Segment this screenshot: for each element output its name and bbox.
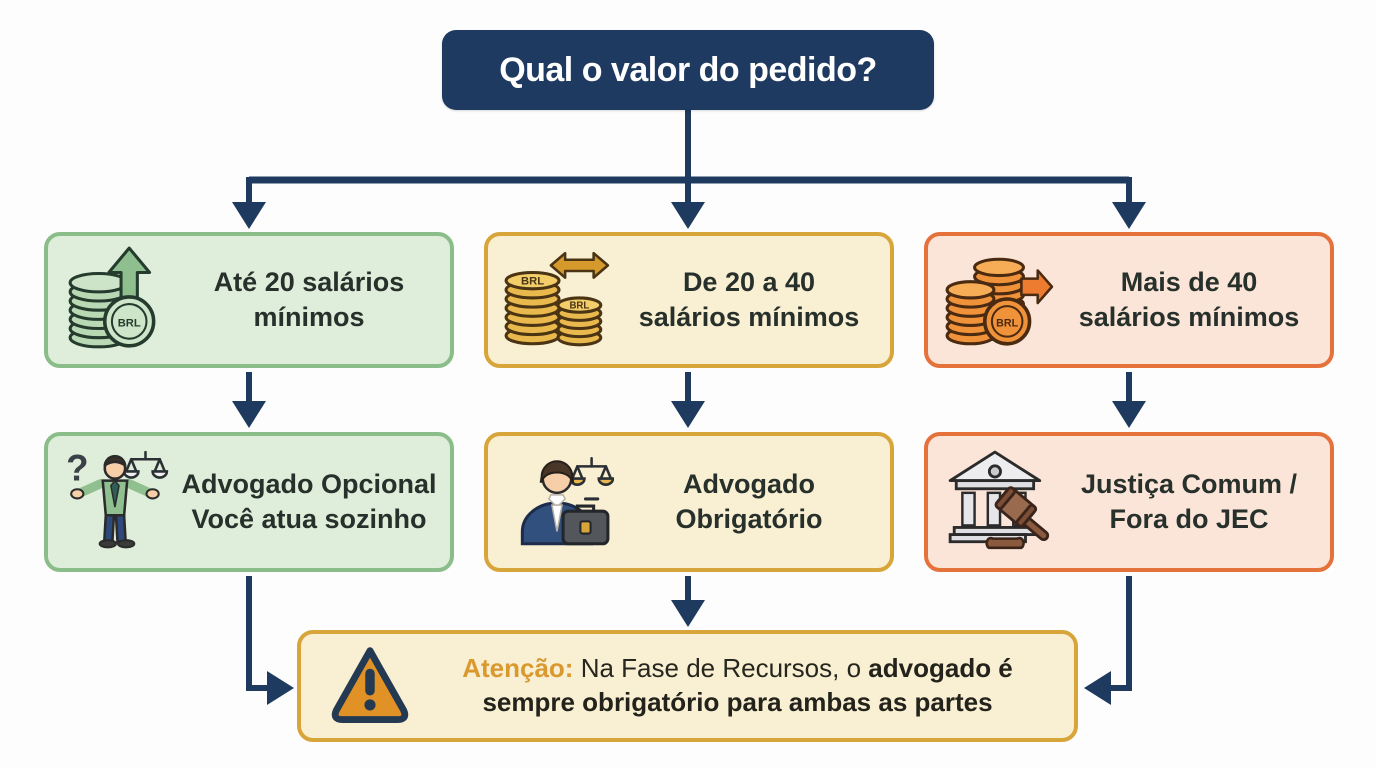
box-label-line2: salários mínimos [1078, 302, 1300, 332]
arrow-row2-warning-left [246, 576, 294, 705]
arrow-row1-row2-right [1112, 372, 1146, 428]
box-label-line1: Justiça Comum / [1080, 469, 1298, 500]
person-question-icon: ? [66, 448, 169, 549]
box-label: Advogado Opcional Você atua sozinho [174, 467, 450, 536]
box-mais-de-40: BRL Mais de 40 salários mínimos [924, 232, 1334, 368]
box-label-line1: Mais de 40 [1120, 267, 1258, 298]
box-label-line1: Advogado Opcional [181, 469, 437, 500]
svg-text:BRL: BRL [996, 317, 1018, 329]
box-justica-comum: Justiça Comum / Fora do JEC [924, 432, 1334, 572]
warning-attention-label: Atenção: [462, 653, 574, 684]
coins-exchange-icon: BRL BRL [504, 251, 610, 347]
warning-text-regular: Na Fase de Recursos, o [580, 653, 862, 684]
box-label-line1: De 20 a 40 [682, 267, 816, 298]
box-label-line2: Você atua sozinho [191, 504, 427, 534]
box-label: Mais de 40 salários mínimos [1054, 265, 1330, 334]
warning-box: Atenção: Na Fase de Recursos, o advogado… [297, 630, 1078, 742]
box-label: Até 20 salários mínimos [174, 265, 450, 334]
title-text: Qual o valor do pedido? [499, 50, 877, 89]
box-label-line2: salários mínimos [638, 302, 860, 332]
svg-text:BRL: BRL [569, 301, 589, 312]
box-ate-20-salarios: BRL Até 20 salários mínimos [44, 232, 454, 368]
box-label-line2: Fora do JEC [1109, 504, 1269, 534]
coins-growth-icon: BRL [945, 257, 1054, 346]
arrow-split-left [232, 177, 266, 229]
box-de-20-a-40: BRL BRL De 20 a 40 salários mínimos [484, 232, 894, 368]
arrow-split-center [671, 180, 705, 229]
title-box: Qual o valor do pedido? [442, 30, 934, 110]
warning-text: Atenção: Na Fase de Recursos, o advogado… [413, 652, 1074, 720]
box-label-line1: Até 20 salários [213, 267, 405, 298]
courthouse-gavel-icon [948, 450, 1050, 550]
arrow-title-split [249, 108, 1129, 184]
arrow-row1-row2-center [671, 372, 705, 428]
arrow-row1-row2-left [232, 372, 266, 428]
arrow-split-right [1112, 177, 1146, 229]
arrow-row2-warning-right [1084, 576, 1132, 705]
box-advogado-opcional: ? [44, 432, 454, 572]
warning-triangle-icon [331, 647, 409, 723]
lawyer-scales-icon [520, 456, 614, 546]
arrow-row2-warning-center [671, 576, 705, 627]
box-advogado-obrigatorio: Advogado Obrigatório [484, 432, 894, 572]
warning-text-bold: advogado é sempre obrigatório para ambas… [482, 653, 1013, 717]
box-label: De 20 a 40 salários mínimos [614, 265, 890, 334]
box-label: Advogado Obrigatório [614, 467, 890, 536]
svg-text:?: ? [66, 448, 88, 489]
svg-text:BRL: BRL [118, 317, 141, 329]
box-label-line2: mínimos [253, 302, 365, 332]
box-label-line2: Obrigatório [675, 504, 823, 534]
box-label-line1: Advogado [683, 469, 815, 500]
box-label: Justiça Comum / Fora do JEC [1054, 467, 1330, 536]
svg-text:BRL: BRL [521, 276, 544, 288]
coins-up-icon: BRL [68, 246, 156, 349]
